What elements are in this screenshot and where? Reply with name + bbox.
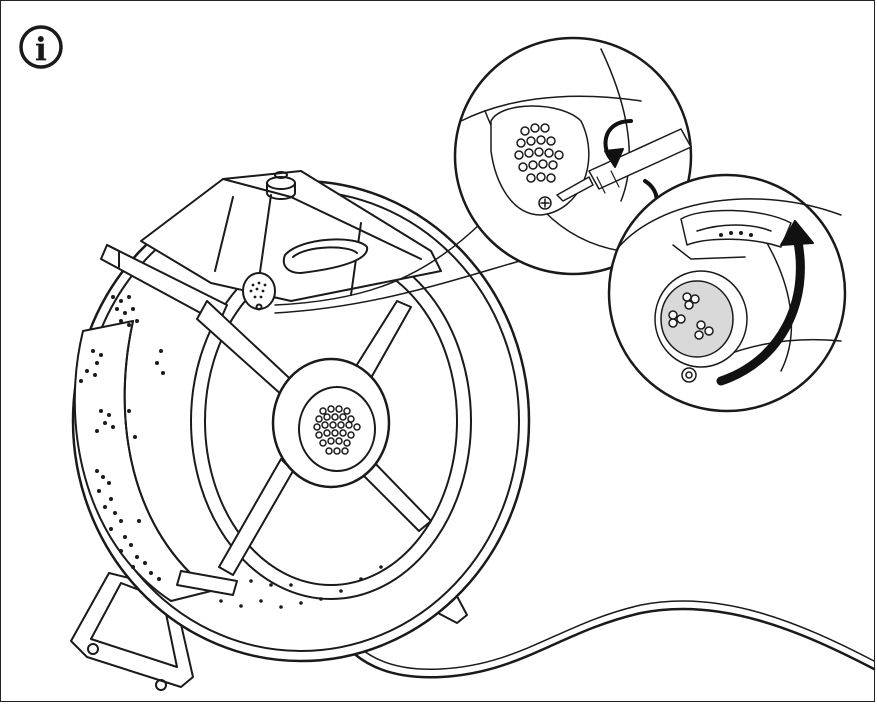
info-glyph: i [35,30,47,68]
detail-circle-screw [453,36,693,276]
side-perforations [79,295,165,581]
info-icon: i [19,25,63,69]
callout-lines [274,222,542,314]
hub [271,357,391,489]
housing-vent [242,272,276,311]
power-cable [317,587,876,679]
detail-circle-lid [607,173,847,413]
bottom-rim-dots [219,565,383,609]
spokes [176,300,432,596]
top-housing [140,170,442,302]
left-strap [100,244,228,324]
